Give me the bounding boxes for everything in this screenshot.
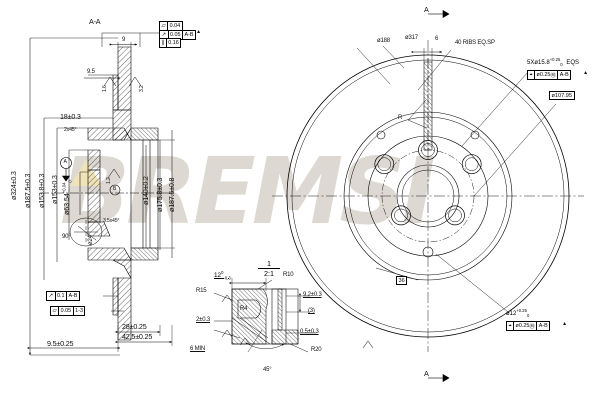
- detail-scale: 1 2:1: [258, 259, 280, 278]
- position-symbol-pilot-icon: ⌖: [507, 322, 515, 330]
- detail-ref-3: (3): [308, 308, 315, 314]
- runout-symbol-icon: ↗: [160, 30, 169, 39]
- dim-od-324: ø324±0.3: [9, 171, 18, 200]
- dim-d188: ø188: [377, 38, 390, 44]
- datum-triangle-bolt-icon: ▲: [583, 70, 588, 76]
- detail-r4: R4: [240, 306, 248, 312]
- dim-28: 28±0.25: [122, 322, 147, 331]
- flatness-symbol-icon: ▱: [160, 22, 169, 30]
- fcf-flatness-bottom: ▱ 0.05 1-3: [50, 306, 86, 316]
- datum-triangle-top-icon: ▲: [196, 29, 201, 35]
- parallelism-symbol-icon: ∥: [160, 39, 167, 47]
- detail-6-min: 6 MIN: [190, 346, 206, 352]
- mmc-modifier-pilot-icon: Ⓜ: [529, 324, 535, 330]
- surface-finish-3: 1.2: [106, 177, 112, 184]
- position-symbol-icon: ⌖: [528, 71, 536, 79]
- datum-triangle-pilot-icon: ▲: [562, 321, 567, 327]
- detail-scale-den: 2:1: [258, 268, 280, 278]
- runout-symbol-bottom-icon: ↗: [47, 292, 56, 300]
- rib-radius-label: R: [398, 115, 403, 121]
- fcf-parallelism-top: ∥ 0.16: [159, 38, 182, 48]
- flatness-symbol-bottom-icon: ▱: [51, 307, 60, 315]
- dim-d-153: ø153±0.3: [50, 175, 59, 204]
- dim-d-187p5: ø187.5±0.3: [23, 173, 32, 208]
- dim-bore-63p54: ø63.54+0.040: [61, 180, 73, 215]
- dim-18: 18±0.3: [60, 112, 81, 121]
- datum-bubble-b-label: B: [113, 186, 117, 192]
- detail-r20: R20: [311, 347, 322, 353]
- surface-finish-1: 1.6: [102, 85, 108, 92]
- detail-angle-45: 45°: [263, 367, 272, 373]
- dim-d-187p5-b: ø187.5±0.8: [167, 177, 176, 212]
- pilot-hole-note: ø12+0.250: [506, 308, 530, 319]
- bolt-hole-note: 5Xø15.8+0.250 EQS: [527, 57, 579, 68]
- dim-d317: ø317: [405, 35, 418, 41]
- dim-rib-6: 6: [435, 36, 439, 42]
- detail-dim-12: 120-0.3: [214, 269, 231, 281]
- detail-r15: R15: [196, 288, 207, 294]
- detail-scale-num: 1: [267, 259, 271, 268]
- basic-dim-36: 36: [396, 276, 408, 285]
- rib-note: 40 RIBS EQ.SP: [455, 40, 495, 46]
- detail-dim-9p2: 9.2±0.3: [303, 292, 322, 298]
- detail-dim-2: 2±0.3: [196, 317, 210, 323]
- dim-d-175p8: ø175.8±0.3: [155, 177, 164, 212]
- bolt-circle-dim: ø107.95: [549, 91, 575, 100]
- dim-42p5: 42.5±0.25: [122, 332, 153, 341]
- chamfer-3p5x45: 3.5x45°: [103, 218, 120, 224]
- chamfer-2x45: 2x45°: [64, 127, 77, 133]
- angle-90: 90°: [62, 234, 71, 240]
- dim-d-153p8: ø153.8±0.3: [37, 173, 46, 208]
- fcf-runout-bottom: ↗ 0.1 A-B: [46, 291, 81, 301]
- section-arrow-label-bottom: A: [424, 369, 429, 378]
- section-arrow-label-top: A: [424, 5, 429, 14]
- watermark-bremsi: BREMSI: [60, 138, 436, 245]
- dim-d24: ø24: [88, 235, 94, 245]
- dim-top-width: 9: [122, 37, 126, 43]
- dim-d-140: ø140±0.2: [141, 176, 150, 205]
- surface-finish-2: 3.2: [139, 85, 145, 92]
- detail-r10: R10: [283, 272, 294, 278]
- dim-top-offset: 9.5: [87, 69, 95, 75]
- section-view-title: A-A: [89, 17, 101, 26]
- datum-bubble-a-label: A: [63, 158, 67, 165]
- detail-dim-0p5: 0.5±0.3: [300, 329, 319, 335]
- dim-9p5-025: 9.5±0.25: [47, 339, 74, 348]
- mmc-modifier-icon: Ⓜ: [550, 73, 556, 79]
